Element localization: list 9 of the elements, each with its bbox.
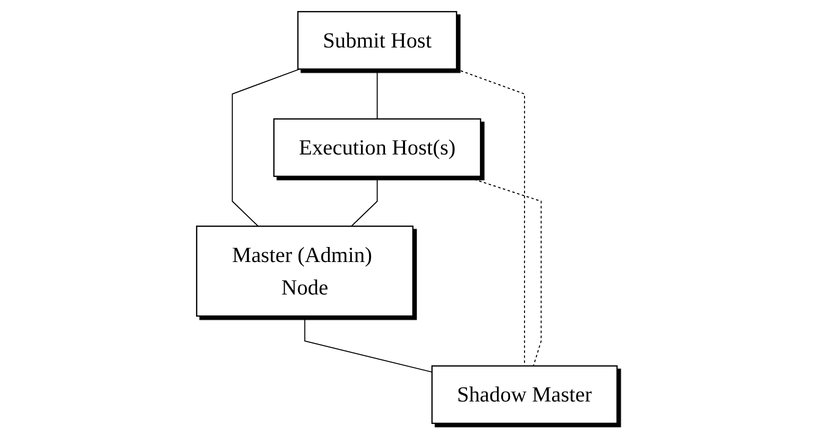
node-box: Submit Host: [297, 11, 458, 70]
node-box: Master (Admin) Node: [196, 226, 414, 317]
connector: [376, 68, 378, 120]
node-box: Shadow Master: [432, 365, 618, 424]
connector: [304, 316, 433, 373]
connector: [351, 176, 378, 227]
connector: [464, 176, 542, 366]
node-box: Execution Host(s): [273, 118, 482, 177]
connector: [232, 68, 300, 227]
